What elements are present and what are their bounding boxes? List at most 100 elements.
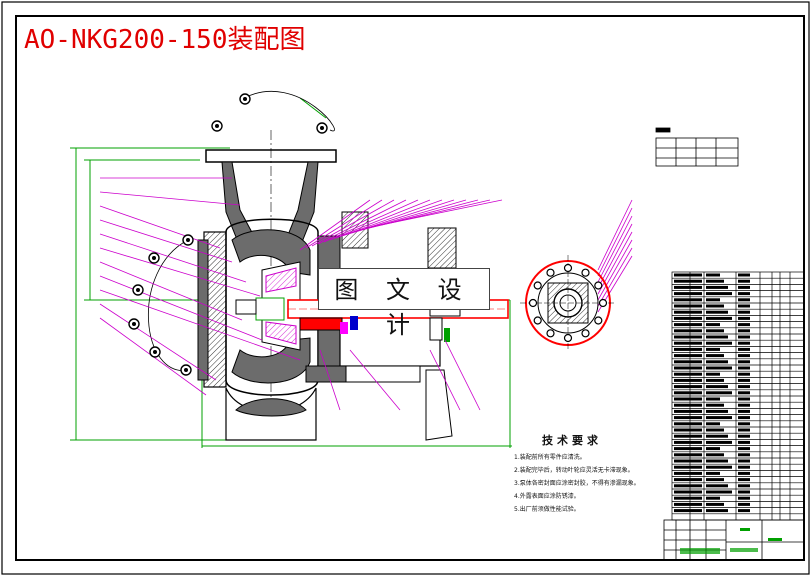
performance-table: [655, 127, 739, 167]
parts-list-entry: [738, 453, 750, 457]
parts-list-entry: [738, 335, 750, 339]
parts-list-entry: [738, 490, 750, 494]
parts-list-entry: [706, 496, 720, 500]
title-block: [663, 519, 805, 561]
parts-list-entry: [674, 378, 702, 382]
parts-list-entry: [706, 292, 732, 296]
end-view-bolts: [528, 263, 608, 343]
parts-list-table: [671, 271, 805, 521]
parts-list-entry: [738, 354, 750, 358]
parts-list-entry: [738, 323, 750, 327]
parts-list-entry: [706, 366, 732, 370]
leader-line: [99, 261, 243, 321]
leader-line: [99, 303, 217, 381]
parts-list-entry: [738, 465, 750, 469]
parts-list-entry: [674, 397, 702, 401]
end-bolt: [533, 316, 542, 325]
parts-list-entry: [674, 478, 702, 482]
bolt-center: [184, 368, 188, 372]
technical-requirement-item: 4.外露表面应涂防锈漆。: [514, 493, 580, 500]
parts-list-entry: [706, 447, 720, 451]
dimension-lines: [70, 97, 512, 448]
leader-line: [99, 233, 247, 283]
leader-line: [429, 349, 461, 411]
drawing-title: AO-NKG200-150装配图: [24, 25, 306, 55]
parts-list-entry: [706, 416, 732, 420]
parts-list-entry: [706, 478, 724, 482]
parts-list-entry: [674, 416, 702, 420]
parts-list-entry: [706, 329, 724, 333]
leader-line: [99, 191, 241, 206]
parts-list-entry: [674, 502, 702, 506]
parts-list-entry: [706, 360, 728, 364]
parts-list-entry: [738, 484, 750, 488]
parts-list-entry: [706, 409, 728, 413]
flange-bolt-circle: [148, 91, 335, 371]
technical-requirement-item: 2.装配完毕后，转动叶轮应灵活无卡滞现象。: [514, 467, 634, 474]
watermark-box: [318, 268, 490, 310]
bolt-center: [136, 288, 140, 292]
parts-list-entry: [706, 279, 724, 283]
parts-list-entry: [706, 273, 720, 277]
leader-line: [305, 199, 383, 249]
bolt-symbols: [128, 93, 328, 376]
parts-list-entry: [706, 385, 728, 389]
leader-line: [597, 207, 633, 277]
parts-list-entry: [738, 316, 750, 320]
parts-list-entry: [706, 341, 732, 345]
parts-list-entry: [738, 428, 750, 432]
parts-list-entry: [706, 465, 732, 469]
parts-list-entry: [738, 347, 750, 351]
parts-list-entry: [706, 484, 728, 488]
parts-list-entry: [674, 329, 702, 333]
end-bolt: [598, 298, 608, 308]
parts-list-entry: [706, 316, 732, 320]
parts-list-entry: [674, 385, 702, 389]
technical-requirement-item: 1.装配前所有零件应清洗。: [514, 454, 586, 461]
parts-list-entry: [706, 471, 720, 475]
leader-line: [329, 199, 431, 241]
parts-list-entry: [738, 279, 750, 283]
parts-list-entry: [674, 354, 702, 358]
parts-list-entry: [674, 335, 702, 339]
end-bolt: [546, 329, 555, 338]
bolt-center: [186, 238, 190, 242]
parts-list-entry: [706, 403, 724, 407]
parts-list-entry: [706, 298, 720, 302]
leader-line: [597, 199, 633, 271]
end-bolt: [533, 281, 542, 290]
parts-list-entry: [738, 471, 750, 475]
bolt-center: [215, 124, 219, 128]
bolt-center: [320, 126, 324, 130]
parts-list-entry: [738, 509, 750, 513]
parts-list-entry: [674, 490, 702, 494]
parts-list-entry: [738, 385, 750, 389]
parts-list-entry: [706, 378, 724, 382]
parts-list-entry: [674, 292, 702, 296]
parts-list-entry: [674, 428, 702, 432]
parts-list-entry: [706, 459, 728, 463]
parts-list-entry: [674, 360, 702, 364]
parts-list-entry: [674, 341, 702, 345]
bolt-center: [152, 256, 156, 260]
parts-list-entry: [674, 459, 702, 463]
end-bolt: [563, 263, 573, 273]
end-bolt: [581, 268, 590, 277]
parts-list-entry: [738, 434, 750, 438]
leader-line: [597, 215, 633, 283]
end-bolt: [563, 333, 573, 343]
leader-line: [597, 247, 633, 307]
parts-list-entry: [738, 366, 750, 370]
bolt-center: [132, 322, 136, 326]
parts-list-entry: [706, 422, 720, 426]
parts-list-entry: [674, 347, 702, 351]
parts-list-entry: [706, 335, 728, 339]
parts-list-entry: [738, 298, 750, 302]
parts-list-entry: [738, 422, 750, 426]
end-bolt: [581, 329, 590, 338]
technical-requirements-title: 技术要求: [542, 434, 602, 447]
parts-list-entry: [674, 403, 702, 407]
parts-list-entry: [674, 298, 702, 302]
